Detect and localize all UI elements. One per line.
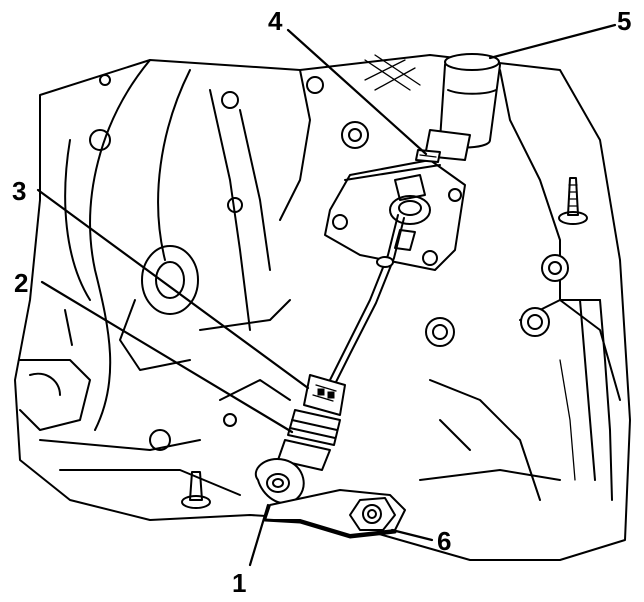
callout-4: 4	[268, 6, 283, 36]
leader-6	[390, 528, 434, 542]
retaining-clip	[415, 149, 441, 163]
transmission-housing	[14, 54, 631, 561]
callout-5: 5	[617, 6, 631, 36]
leader-lines	[36, 23, 617, 567]
callout-3: 3	[12, 176, 26, 206]
callout-6: 6	[437, 526, 451, 556]
leader-5	[488, 23, 617, 60]
leader-1	[248, 503, 270, 567]
callout-1: 1	[232, 568, 246, 598]
leader-2	[40, 280, 294, 434]
actuator-cylinder	[424, 53, 501, 161]
shift-control-cover	[324, 159, 466, 271]
leader-3	[36, 188, 310, 390]
shift-cable	[277, 214, 405, 471]
callout-labels: 1 2 3 4 5 6	[12, 6, 631, 598]
shift-lever	[255, 458, 406, 539]
callout-2: 2	[14, 268, 28, 298]
leader-4	[286, 28, 428, 156]
